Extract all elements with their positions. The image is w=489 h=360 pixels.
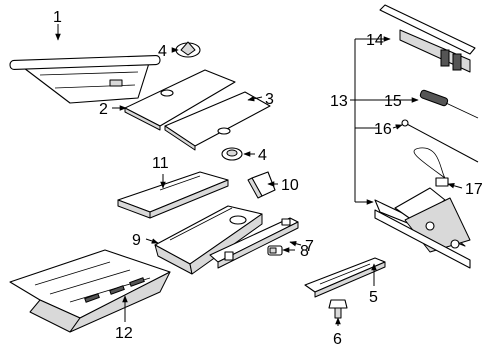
part-9-storage-tray — [154, 205, 263, 275]
part-8-clip — [267, 245, 283, 256]
leader-lines — [55, 24, 463, 326]
part-17-strap — [413, 147, 449, 187]
part-5-scuff-plate — [304, 257, 386, 298]
callout-labels: 1 2 3 4 4 5 6 7 8 9 10 11 12 13 14 15 16… — [53, 9, 483, 348]
part-3-load-floor-panel-rear — [164, 91, 271, 151]
jack-assembly — [374, 187, 471, 269]
part-16-jack-rod — [401, 119, 479, 163]
part-15-wrench-handle — [419, 89, 479, 119]
part-7-rail-bracket — [209, 217, 299, 269]
callout-1: 1 — [53, 9, 62, 26]
callout-11: 11 — [152, 155, 169, 172]
part-14-tool-bracket — [379, 4, 476, 73]
callout-5: 5 — [369, 289, 378, 306]
callout-13: 13 — [330, 93, 348, 110]
part-6-fastener — [328, 299, 348, 319]
callout-7: 7 — [305, 238, 314, 255]
part-1-cargo-cover — [9, 54, 161, 104]
callout-16: 16 — [374, 121, 392, 138]
callout-10: 10 — [281, 177, 299, 194]
part-4-grommet-upper — [175, 41, 201, 58]
callout-14: 14 — [366, 32, 384, 49]
callout-4-lower: 4 — [258, 147, 267, 164]
callout-3: 3 — [265, 91, 274, 108]
callout-15: 15 — [384, 93, 402, 110]
callout-2: 2 — [99, 101, 108, 118]
callout-6: 6 — [333, 331, 342, 348]
part-2-load-floor-panel — [124, 69, 236, 131]
callout-17: 17 — [465, 181, 483, 198]
callout-8: 8 — [300, 243, 309, 260]
part-12-floor-pan — [9, 249, 171, 333]
callout-9: 9 — [132, 232, 141, 249]
part-10-bracket — [247, 171, 276, 199]
callout-12: 12 — [115, 325, 133, 342]
part-11-tray-cover — [117, 171, 229, 219]
callout-4-upper: 4 — [158, 43, 167, 60]
part-4-grommet-lower — [221, 147, 243, 161]
